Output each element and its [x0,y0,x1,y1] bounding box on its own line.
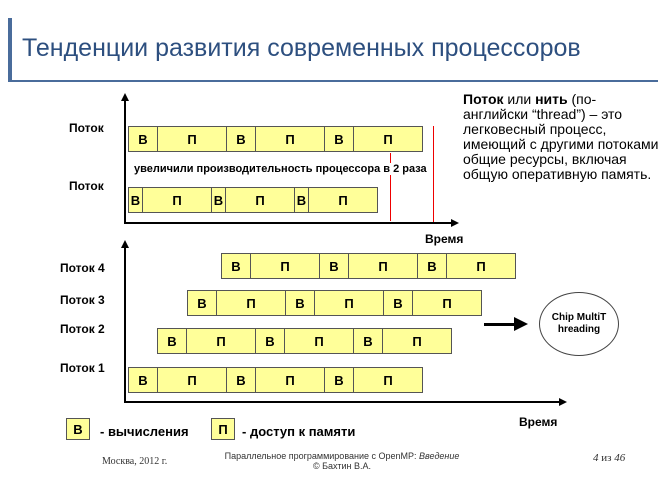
compute-block: В [157,328,187,354]
memory-block: П [157,126,227,152]
top-row1-bar: В П В П В П [128,126,423,152]
legend-compute-text: - вычисления [100,424,189,439]
memory-block: П [255,126,325,152]
compute-block: В [353,328,383,354]
memory-block: П [142,187,212,213]
memory-block: П [348,253,418,279]
memory-block: П [382,328,452,354]
compute-block: В [211,187,226,213]
title-accent-bar [8,18,12,80]
compute-block: В [417,253,447,279]
memory-block: П [216,290,286,316]
compute-block: В [187,290,217,316]
legend-memory-text: - доступ к памяти [242,424,356,439]
compute-block: В [324,367,354,393]
compute-block: В [324,126,354,152]
compute-block: В [128,367,158,393]
top-row2-bar: В П В П В П [128,187,378,213]
page-separator: из [598,452,615,464]
bottom-time-label: Время [519,415,558,429]
compute-block: В [226,126,256,152]
thread4-label: Поток 4 [60,261,105,275]
cmt-arrow-head [514,317,528,331]
compute-block: В [285,290,315,316]
chip-multithreading-label: Chip MultiThreading [551,312,607,335]
compute-block: В [128,187,143,213]
page-current: 4 [593,452,599,464]
term-connector: или [503,91,536,107]
memory-block: П [412,290,482,316]
top-row2-label: Поток [69,179,104,193]
slide-title: Тенденции развития современных процессор… [22,34,581,62]
thread2-bar: В П В П В П [157,328,452,354]
legend-memory-swatch: П [211,418,235,440]
chip-multithreading-ellipse: Chip MultiThreading [539,292,619,356]
footer-course-title: Параллельное программирование с OpenMP: [224,451,420,461]
memory-block: П [308,187,378,213]
compute-block: В [221,253,251,279]
memory-block: П [284,328,354,354]
bottom-y-axis-arrow [121,240,129,248]
memory-block: П [255,367,325,393]
compute-block: В [255,328,285,354]
footer-author: © Бахтин В.А. [312,461,372,471]
bottom-x-axis-arrow [559,398,567,406]
definition-text: (по-английски “thread”) – это легковесны… [463,91,659,182]
memory-block: П [446,253,516,279]
top-row1-label: Поток [69,121,104,135]
top-x-axis [124,222,452,224]
top-x-axis-arrow [451,219,459,227]
compute-block: В [226,367,256,393]
red-marker-short [390,153,391,221]
thread2-label: Поток 2 [60,322,105,336]
title-underline [8,80,658,82]
page-counter: 4 из 46 [593,452,625,464]
footer-course-subtitle: Введение [419,451,460,461]
bottom-x-axis [124,401,560,403]
memory-block: П [225,187,295,213]
legend-compute-swatch: В [66,418,90,440]
top-y-axis [124,100,126,224]
thread-definition: Поток или нить (по-английски “thread”) –… [463,92,659,182]
thread1-label: Поток 1 [60,361,105,375]
memory-block: П [314,290,384,316]
memory-block: П [353,126,423,152]
top-time-label: Время [425,232,464,246]
memory-block: П [353,367,423,393]
footer-course: Параллельное программирование с OpenMP: … [222,451,462,471]
thread4-bar: В П В П В П [221,253,516,279]
speedup-note: увеличили производительность процессора … [134,163,427,175]
term-nit: нить [535,91,568,107]
bottom-y-axis [124,247,126,403]
term-thread: Поток [463,91,504,107]
footer-location-date: Москва, 2012 г. [102,456,168,467]
compute-block: В [383,290,413,316]
compute-block: В [128,126,158,152]
memory-block: П [186,328,256,354]
top-y-axis-arrow [121,93,129,101]
compute-block: В [319,253,349,279]
thread1-bar: В П В П В П [128,367,423,393]
memory-block: П [157,367,227,393]
red-marker-long [433,126,434,222]
compute-block: В [294,187,309,213]
memory-block: П [250,253,320,279]
thread3-bar: В П В П В П [187,290,482,316]
thread3-label: Поток 3 [60,293,105,307]
page-total: 46 [614,452,626,464]
cmt-arrow-shaft [484,323,516,326]
